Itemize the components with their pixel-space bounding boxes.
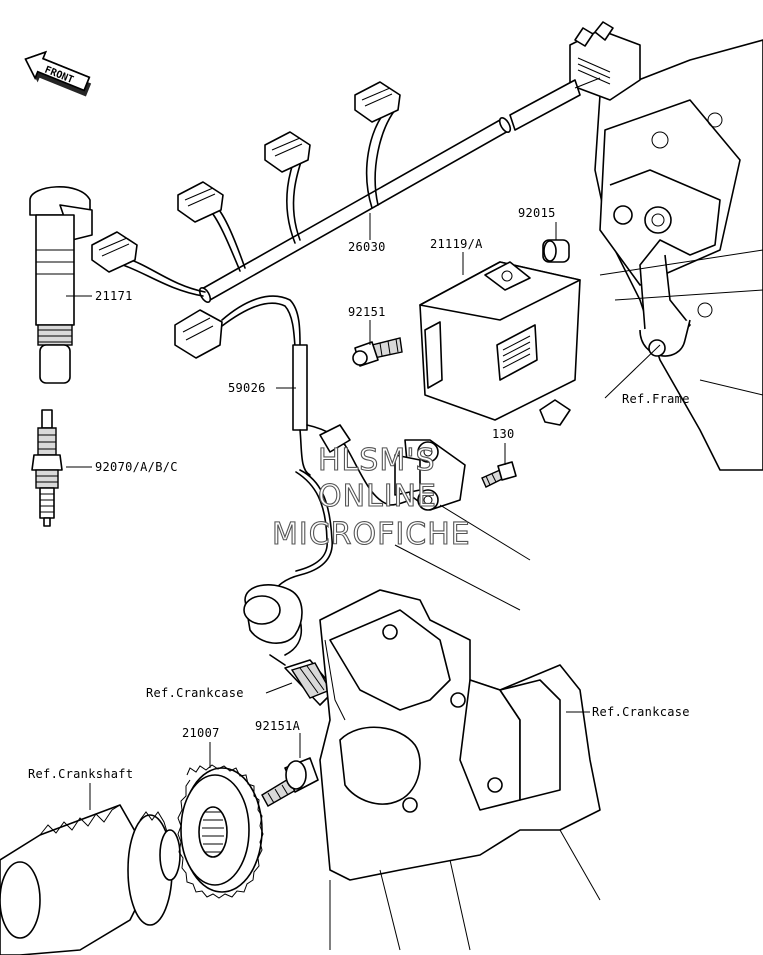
crank-position-sensor bbox=[319, 424, 466, 511]
label-92070: 92070/A/B/C bbox=[95, 460, 178, 474]
label-ref-frame: Ref.Frame bbox=[622, 392, 690, 406]
spark-plug bbox=[31, 409, 63, 527]
label-26030: 26030 bbox=[348, 240, 386, 254]
label-59026: 59026 bbox=[228, 381, 266, 395]
bolt-92151a bbox=[261, 757, 319, 807]
watermark: HLSM'S ONLINE MICROFICHE bbox=[271, 442, 471, 552]
bolt-92151 bbox=[352, 337, 403, 367]
watermark-line-1: HLSM'S bbox=[318, 443, 436, 478]
label-92015: 92015 bbox=[518, 206, 556, 220]
coil-connector-4 bbox=[91, 231, 138, 273]
crankshaft bbox=[0, 804, 181, 955]
front-arrow-icon: FRONT bbox=[24, 50, 92, 97]
label-21119: 21119/A bbox=[430, 237, 483, 251]
coil-connector-3 bbox=[177, 181, 224, 223]
label-92151: 92151 bbox=[348, 305, 386, 319]
pressure-switch bbox=[243, 584, 336, 706]
label-92151a: 92151A bbox=[255, 719, 301, 733]
coil-connector-1 bbox=[354, 81, 401, 123]
crankcase bbox=[319, 589, 601, 951]
part-labels: 26030 21171 92070/A/B/C 92015 21119/A 92… bbox=[28, 206, 690, 781]
coil-connector-2 bbox=[264, 131, 311, 173]
watermark-line-2: ONLINE bbox=[318, 479, 437, 514]
main-harness-connector bbox=[509, 21, 641, 131]
label-ref-crankcase-left: Ref.Crankcase bbox=[146, 686, 244, 700]
label-ref-crankshaft: Ref.Crankshaft bbox=[28, 767, 133, 781]
main-wiring-harness bbox=[91, 81, 512, 304]
ignition-coil bbox=[29, 186, 93, 384]
label-130: 130 bbox=[492, 427, 515, 441]
label-21007: 21007 bbox=[182, 726, 220, 740]
label-ref-crankcase-right: Ref.Crankcase bbox=[592, 705, 690, 719]
watermark-line-3: MICROFICHE bbox=[272, 517, 471, 552]
timing-rotor bbox=[177, 764, 264, 899]
bolt-130 bbox=[481, 461, 517, 488]
leader-lines bbox=[66, 213, 661, 810]
igniter-unit bbox=[419, 261, 581, 426]
label-21171: 21171 bbox=[95, 289, 133, 303]
collar-92015 bbox=[542, 239, 570, 263]
